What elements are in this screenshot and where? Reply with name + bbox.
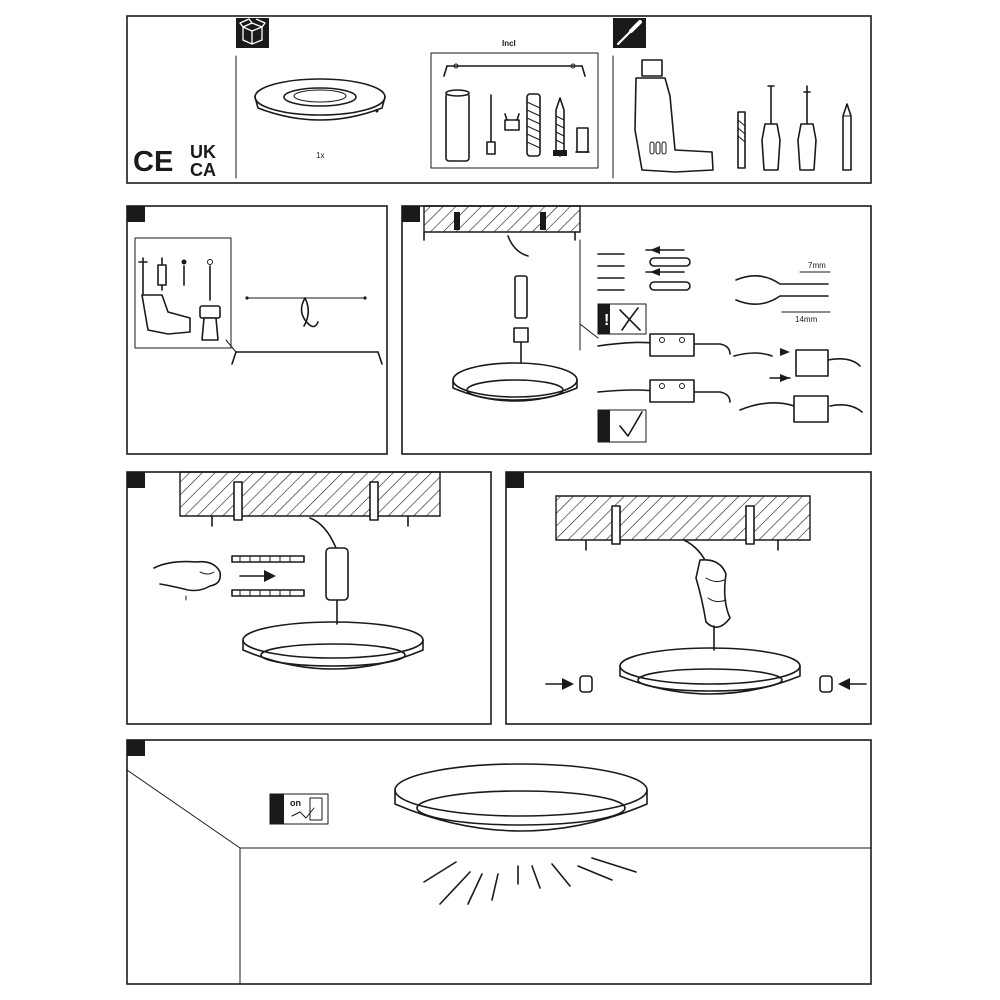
svg-text:!: ! [604,312,609,329]
panel-a-label: A [131,209,139,221]
wrong-connection: ! [597,303,731,357]
included-label: Incl [502,39,516,48]
product-quantity: 1x [316,151,324,160]
product-ring-light [254,78,386,121]
flat-screwdriver-tool [761,85,781,171]
ceiling-bracket-sketch [245,296,367,328]
bracket-plate [225,339,383,365]
luminaire-c [242,621,424,670]
strip-length-long: 14mm [795,315,818,324]
drill-detail-box [134,237,232,349]
ukca-mark-bottom: CA [190,160,216,180]
insulation-sleeve [445,89,470,162]
hand-illustration [153,560,222,601]
box-icon [236,18,269,48]
panel-b: B ! [401,205,872,455]
cable-ties-c [231,555,305,597]
side-screws-d [545,675,867,693]
header-panel: CE UK CA 1x Incl [126,15,872,184]
drill-detail [141,294,221,341]
connector-insert-steps [733,348,863,423]
exclamation-icon [598,410,610,442]
plug-anchor [575,127,590,153]
strip-length-short: 7mm [808,261,826,270]
strip-length-diagram: 7mm 14mm [735,261,831,324]
panel-e: E on [126,739,872,985]
supply-cable-c [309,517,337,549]
luminaire-b [452,362,578,402]
insulation-sleeve-c [325,547,349,601]
ceiling-hatch-c [179,471,441,517]
mounting-bracket [443,63,586,77]
pencil-tool [842,103,852,171]
ce-mark: CE [133,146,173,178]
wrapped-cable-d [683,539,731,651]
terminal-connector [504,113,520,131]
check-icon [619,411,643,437]
room-corner [126,769,872,985]
wire-insert-diagram [597,246,691,291]
wall-plug [526,93,541,157]
luminaire-e [394,763,648,832]
panel-b-label: B [406,209,414,221]
phillips-screwdriver-tool [797,85,817,171]
screw-and-plug-detail [138,257,213,301]
cross-icon [619,307,641,331]
panel-d-label: D [510,475,518,487]
drill-tool [634,59,714,173]
ceiling-hatch-d [555,495,811,541]
insulation-sleeve-b [514,275,528,319]
panel-e-label: E [131,743,138,755]
screwdriver-icon [613,18,646,48]
exclamation-icon [598,304,610,334]
panel-d: D [505,471,872,725]
cable-tie [486,94,496,155]
drill-bit-tool [737,111,746,169]
included-items-box [430,52,599,169]
switch-on-text: on [290,798,301,808]
panel-a: A [126,205,388,455]
supply-cable [507,235,529,257]
panel-c: C [126,471,492,725]
luminaire-d [619,647,801,695]
ukca-mark-top: UK [190,142,216,162]
correct-connection [597,379,731,443]
light-rays [423,857,637,905]
ceiling-hatch-b [423,205,581,233]
exclamation-icon [270,794,284,824]
screw [553,97,567,157]
switch-on-sign: on [269,793,329,825]
connector-b [513,327,529,343]
panel-c-label: C [131,475,139,487]
